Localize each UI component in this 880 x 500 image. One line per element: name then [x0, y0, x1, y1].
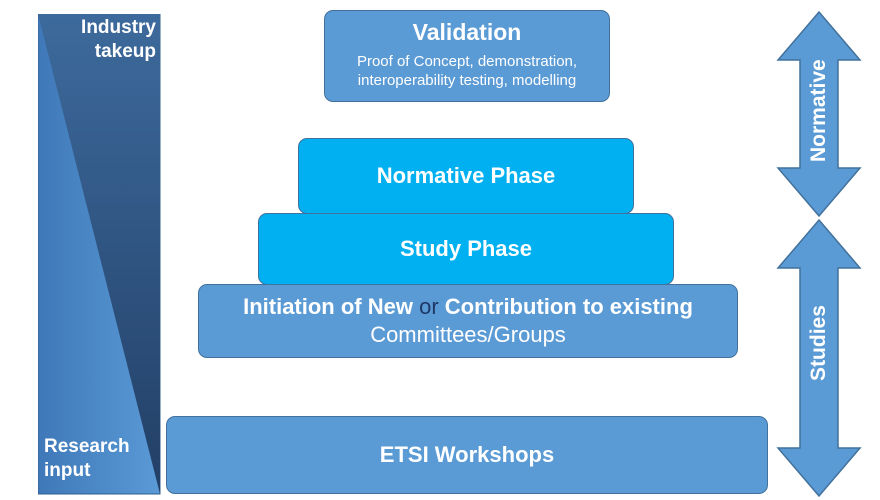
industry-takeup-label: Industry takeup	[60, 16, 156, 64]
validation-box: Validation Proof of Concept, demonstrati…	[324, 10, 610, 102]
studies-double-arrow	[776, 218, 862, 498]
validation-desc-line2: interoperability testing, modelling	[357, 72, 577, 89]
studies-arrow-label: Studies	[807, 305, 830, 381]
industry-label-line1: Industry	[81, 17, 156, 38]
normative-phase-label: Normative Phase	[376, 163, 556, 188]
validation-desc-line1: Proof of Concept, demonstration,	[356, 53, 578, 70]
industry-label-line2: takeup	[94, 41, 156, 62]
etsi-workshops-box: ETSI Workshops	[166, 416, 768, 494]
initiation-new-text: Initiation of New	[243, 294, 413, 319]
study-phase-label: Study Phase	[399, 236, 533, 261]
validation-title: Validation	[412, 19, 522, 45]
initiation-contribution-text: Contribution to existing	[444, 294, 693, 319]
research-label-line2: input	[44, 460, 91, 481]
normative-arrow-label: Normative	[807, 59, 830, 162]
initiation-or-text: or	[419, 294, 439, 319]
etsi-workshops-label: ETSI Workshops	[379, 442, 555, 467]
industry-research-bar	[38, 14, 161, 495]
initiation-line2: Committees/Groups	[370, 322, 566, 347]
research-input-label: Research input	[44, 435, 154, 483]
research-label-line1: Research	[44, 436, 130, 457]
initiation-box: Initiation of New or Contribution to exi…	[198, 284, 738, 358]
normative-phase-box: Normative Phase	[298, 138, 634, 214]
normative-double-arrow	[776, 10, 862, 218]
initiation-line1: Initiation of New or Contribution to exi…	[243, 293, 693, 321]
study-phase-box: Study Phase	[258, 213, 674, 285]
